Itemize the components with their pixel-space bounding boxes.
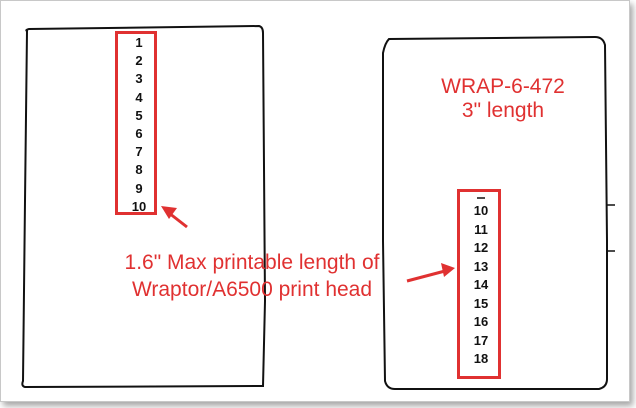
right-number: 10 (473, 203, 489, 218)
left-number: 2 (135, 53, 143, 69)
left-number: 8 (135, 162, 143, 178)
left-label-sheet (21, 24, 267, 389)
right-highlight-box (457, 189, 501, 379)
print-length-callout: 1.6" Max printable length of Wraptor/A65… (93, 249, 411, 303)
left-number: 7 (135, 144, 143, 160)
part-number-label: WRAP-6-472 (441, 75, 565, 98)
right-label-sheet (382, 35, 608, 390)
label-sheets-drawing (21, 24, 615, 390)
right-number: 18 (473, 351, 489, 366)
left-number: 10 (131, 198, 147, 214)
right-number: 14 (473, 277, 489, 292)
left-number: 9 (135, 180, 143, 196)
right-number: 11 (474, 221, 488, 237)
callout-line-2: Wraptor/A6500 print head (131, 278, 373, 301)
left-number: 1 (135, 35, 143, 50)
image-frame: 1 2 3 4 5 6 7 8 9 10 WRAP-6-472 3" lengt… (0, 0, 630, 402)
left-number: 5 (135, 107, 143, 123)
left-number-column: 1 2 3 4 5 6 7 8 9 10 (121, 34, 157, 216)
length-label: 3" length (461, 99, 545, 122)
left-highlight-box (115, 31, 157, 215)
left-number: 3 (135, 71, 143, 87)
right-number: 15 (473, 295, 489, 311)
right-number: 12 (473, 240, 489, 255)
right-sheet-title: WRAP-6-472 3" length (419, 75, 587, 123)
right-number: 13 (473, 258, 489, 274)
left-number: 6 (135, 126, 143, 142)
right-number-column: 10 11 12 13 14 15 16 17 18 (463, 202, 499, 369)
left-number: 4 (135, 89, 143, 105)
arrow-to-left-column (161, 206, 188, 229)
arrow-to-right-column (406, 263, 455, 283)
callout-line-1: 1.6" Max printable length of (124, 251, 380, 274)
right-number: 17 (473, 332, 489, 348)
right-number: 16 (473, 314, 489, 329)
